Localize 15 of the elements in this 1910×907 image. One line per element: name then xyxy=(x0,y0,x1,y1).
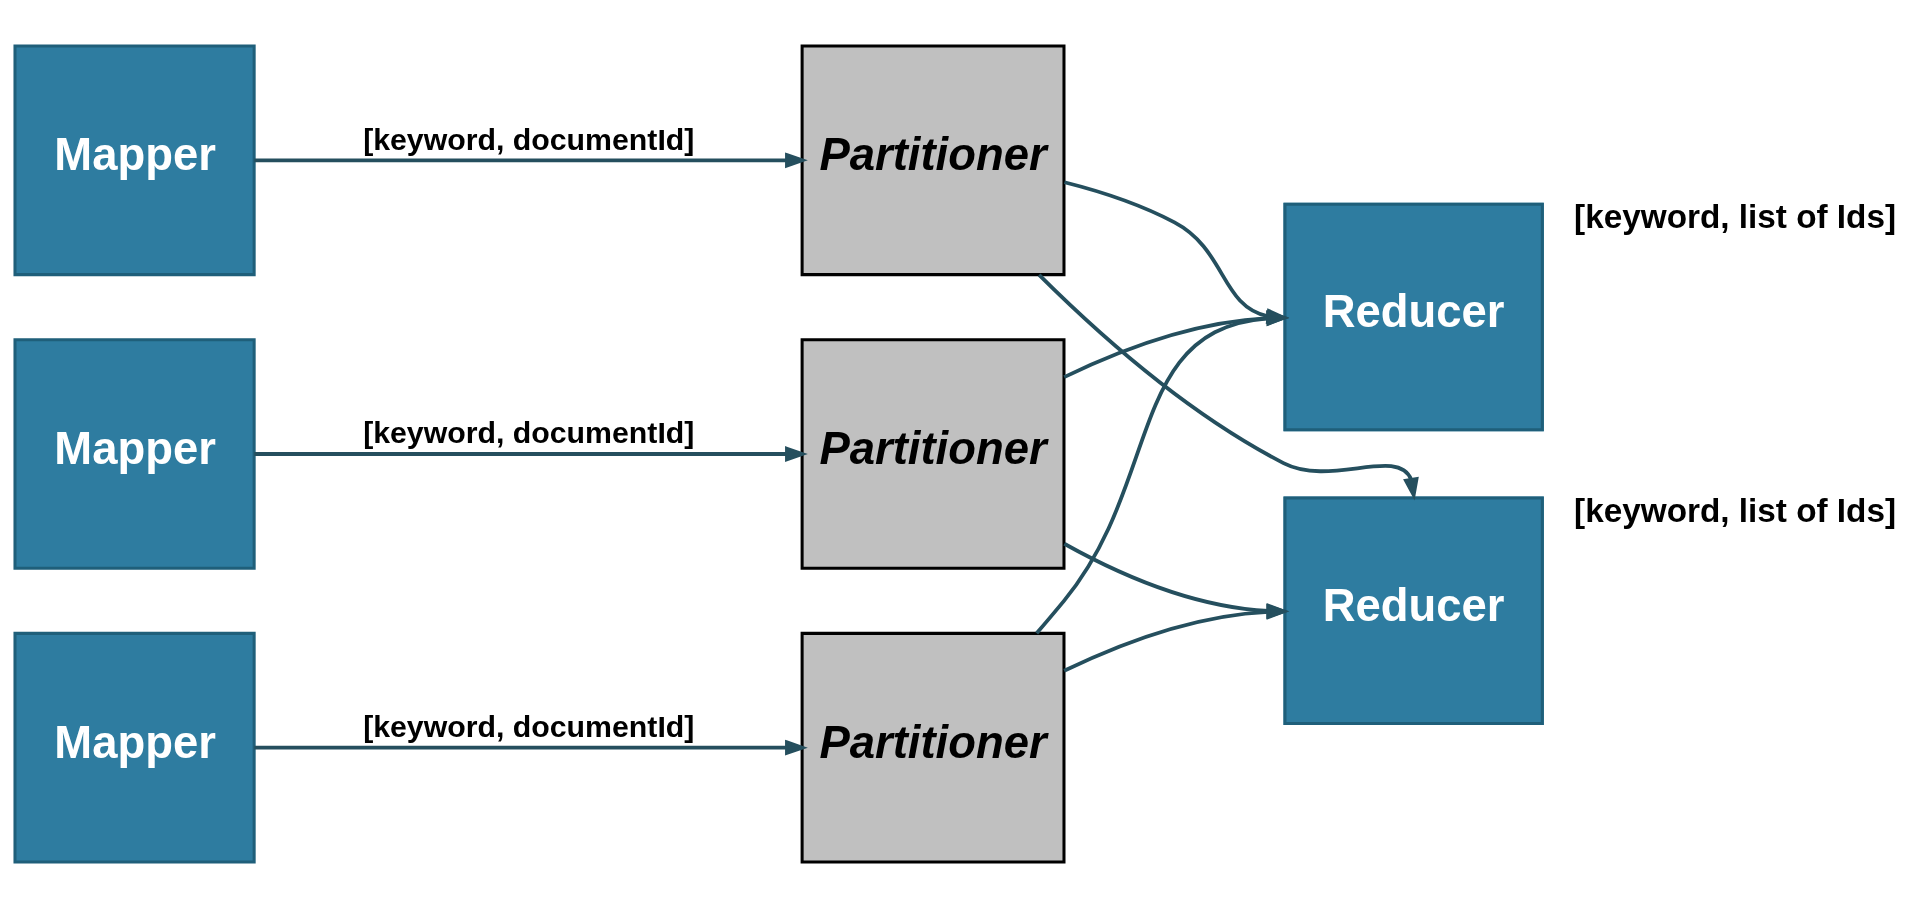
node-box: Partitioner xyxy=(800,337,1066,570)
node-label: [keyword, list of Ids] xyxy=(1574,197,1897,235)
node-label: [keyword, list of Ids] xyxy=(1574,491,1897,529)
node-box: Mapper xyxy=(13,44,256,276)
edge-label: [keyword, documentId] xyxy=(363,122,695,156)
edge-label: [keyword, documentId] xyxy=(363,415,695,449)
arrow xyxy=(254,151,808,168)
arrow xyxy=(254,445,808,462)
node-box: Mapper xyxy=(13,631,256,863)
edge-label: [keyword, documentId] xyxy=(363,709,695,743)
arrow xyxy=(1037,273,1419,501)
node-box: Partitioner xyxy=(800,44,1066,276)
node-box: Mapper xyxy=(13,337,256,570)
arrow xyxy=(254,739,808,756)
node-box: Partitioner xyxy=(800,631,1066,863)
